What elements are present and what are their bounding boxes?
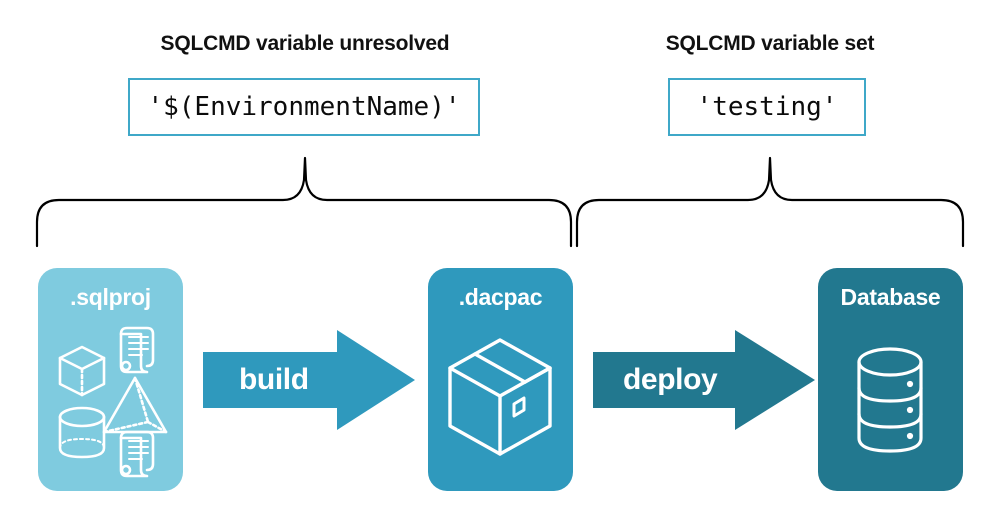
card-dacpac-label: .dacpac: [458, 284, 543, 310]
arrow-deploy-label: deploy: [623, 363, 718, 396]
pyramid-icon: [102, 376, 168, 434]
package-box-icon: [448, 338, 552, 456]
annotation-heading-left: SQLCMD variable unresolved: [160, 32, 450, 55]
scroll-icon: [119, 430, 155, 478]
dacpac-artwork: [448, 338, 552, 456]
cube-icon: [58, 345, 106, 397]
card-sqlproj-label: .sqlproj: [70, 284, 151, 310]
card-sqlproj[interactable]: .sqlproj: [38, 268, 183, 491]
scroll-icon: [119, 326, 155, 374]
database-artwork: [857, 347, 923, 453]
arrow-deploy-path: [593, 330, 815, 430]
sqlcmd-value-box-set: 'testing': [668, 78, 866, 136]
arrow-build-path: [203, 330, 415, 430]
arrow-deploy: deploy: [593, 330, 815, 430]
arrow-build: build: [203, 330, 415, 430]
database-cylinder-icon: [857, 347, 923, 453]
sqlcmd-value-box-unresolved: '$(EnvironmentName)': [128, 78, 480, 136]
annotation-heading-right: SQLCMD variable set: [665, 32, 875, 55]
arrow-build-shape: [203, 330, 415, 430]
cylinder-icon: [58, 406, 106, 459]
card-database[interactable]: Database: [818, 268, 963, 491]
brace-left: [35, 156, 573, 248]
arrow-build-label: build: [239, 363, 309, 396]
sqlproj-artwork: [58, 326, 168, 478]
arrow-deploy-shape: [593, 330, 815, 430]
brace-right: [575, 156, 965, 248]
card-dacpac[interactable]: .dacpac: [428, 268, 573, 491]
card-database-label: Database: [840, 284, 941, 310]
